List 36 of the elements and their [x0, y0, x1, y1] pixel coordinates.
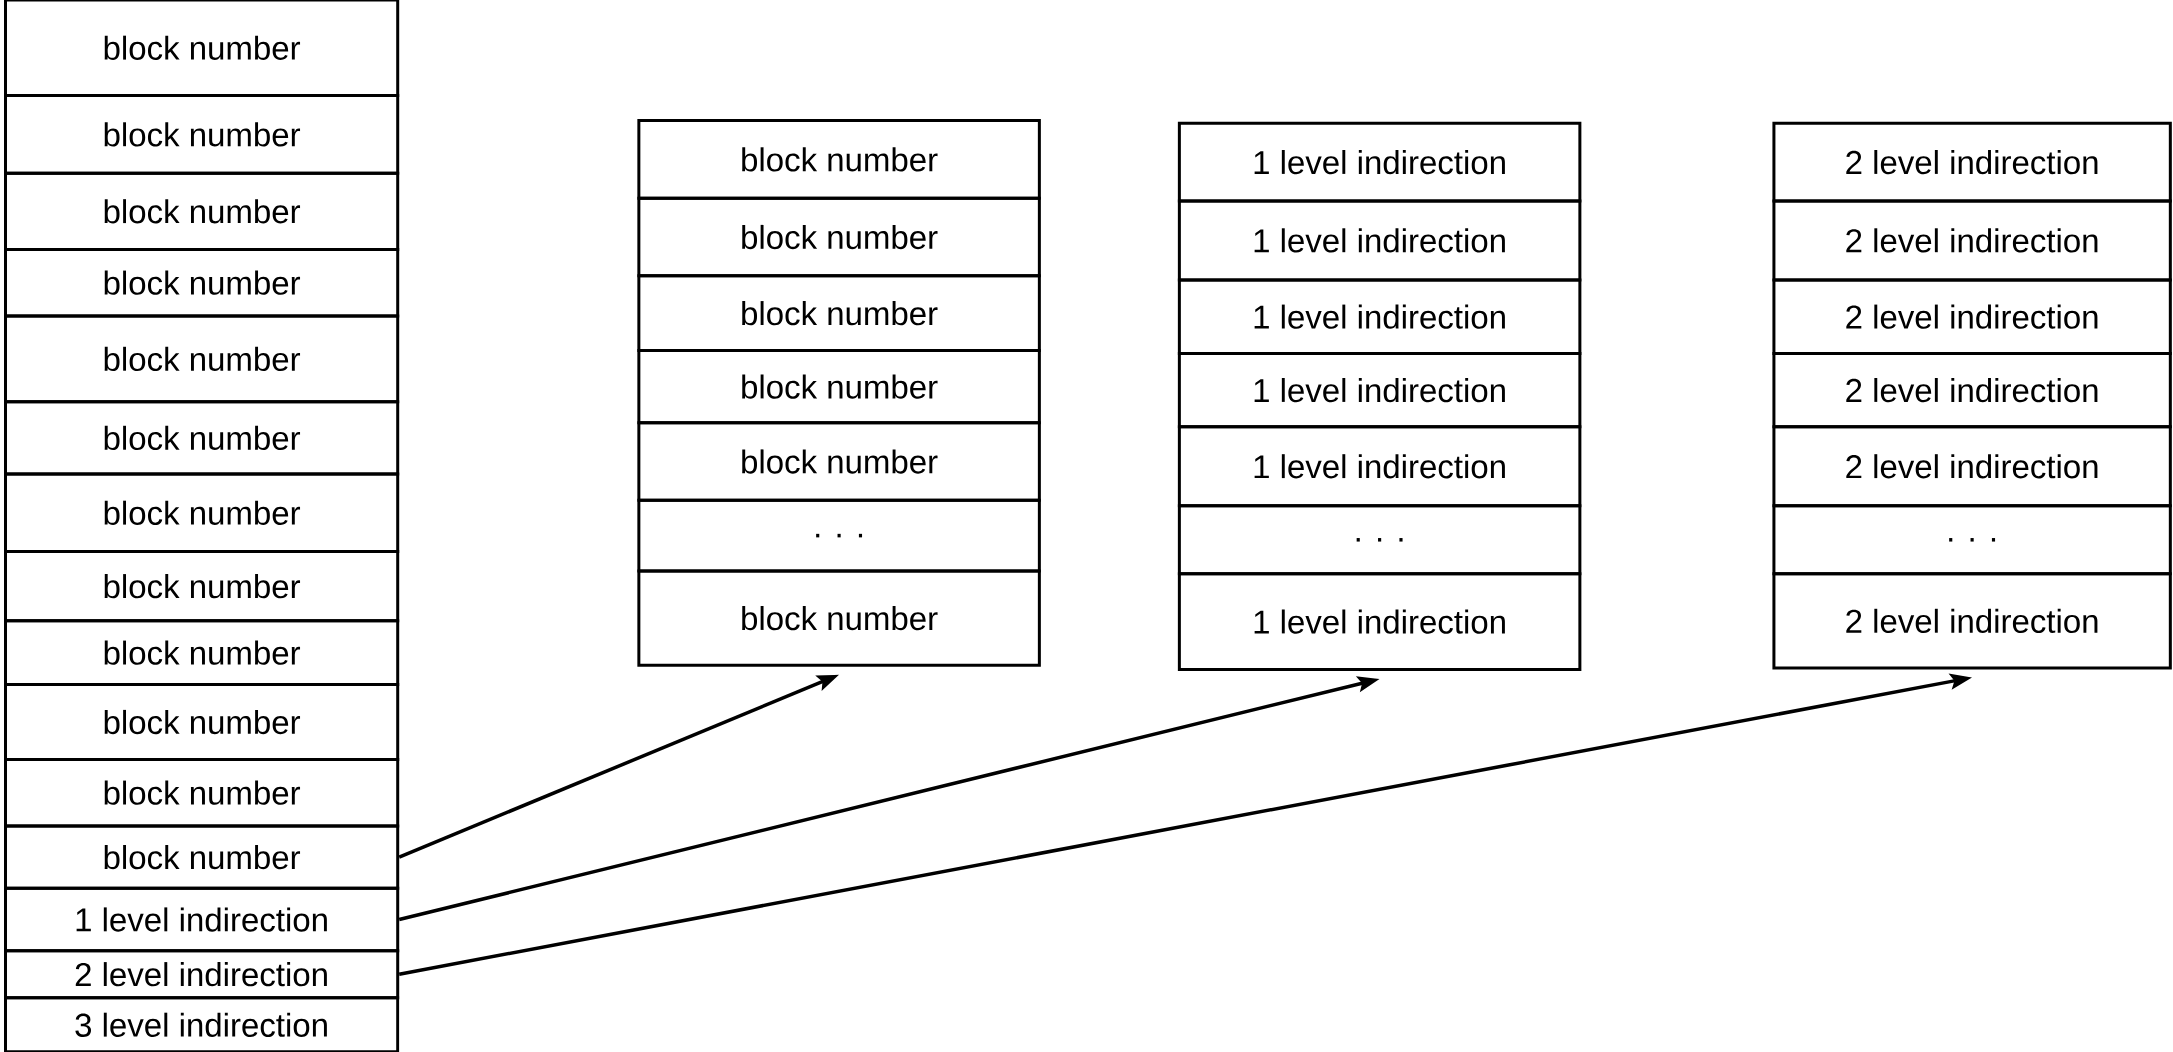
table-cell: block number — [4, 683, 400, 761]
table-cell: 2 level indirection — [1772, 425, 2172, 508]
table-cell: block number — [637, 196, 1041, 278]
table-cell: 1 level indirection — [1177, 199, 1582, 282]
table-cell: block number — [4, 0, 400, 98]
table-cell: block number — [4, 400, 400, 476]
table-cell: block number — [4, 619, 400, 687]
table-cell: . . . — [637, 498, 1041, 573]
table-cell: 1 level indirection — [1177, 425, 1582, 508]
table-cell: block number — [4, 171, 400, 251]
table-cell: . . . — [1177, 504, 1582, 576]
table-cell: block number — [4, 247, 400, 318]
table-cell: block number — [637, 119, 1041, 200]
table-cell: 2 level indirection — [1772, 572, 2172, 670]
table-cell: 1 level indirection — [1177, 351, 1582, 429]
table-cell: 2 level indirection — [1772, 199, 2172, 282]
table-cell: block number — [637, 349, 1041, 425]
table-cell: block number — [4, 757, 400, 828]
table-cell: block number — [4, 472, 400, 554]
table-cell: block number — [637, 421, 1041, 502]
table-cell: 3 level indirection — [4, 996, 400, 1052]
table-cell: 2 level indirection — [1772, 278, 2172, 355]
table-cell: 1 level indirection — [1177, 278, 1582, 355]
table-cell: 1 level indirection — [4, 886, 400, 953]
table-cell: 2 level indirection — [1772, 121, 2172, 203]
table-cell: 2 level indirection — [4, 949, 400, 1000]
table-cell: . . . — [1772, 504, 2172, 576]
table-cell: block number — [637, 274, 1041, 353]
table-cell: block number — [4, 94, 400, 175]
table-cell: block number — [637, 569, 1041, 667]
table-cell: block number — [4, 550, 400, 623]
table-cell: 2 level indirection — [1772, 351, 2172, 429]
table-cell: 1 level indirection — [1177, 121, 1582, 203]
table-cell: 1 level indirection — [1177, 572, 1582, 671]
table-cell: block number — [4, 314, 400, 404]
table-cell: block number — [4, 824, 400, 890]
